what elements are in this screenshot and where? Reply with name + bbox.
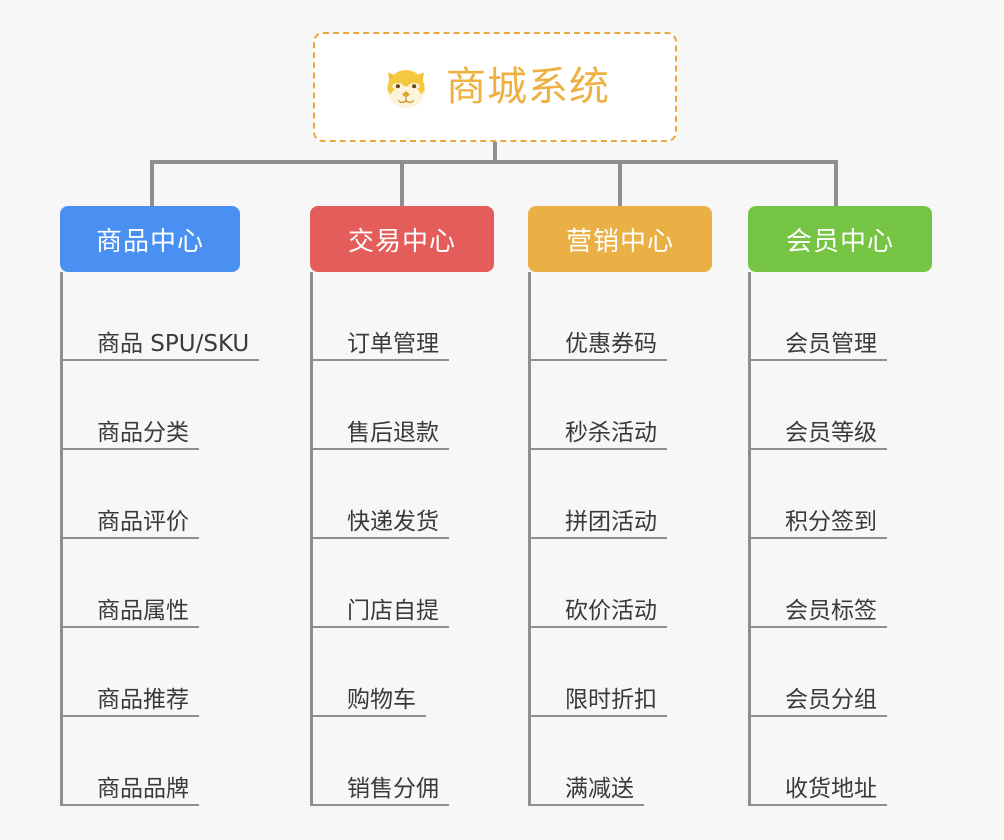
root-node[interactable]: 商城系统	[313, 32, 677, 142]
leaf-underline	[313, 804, 449, 806]
leaf-item[interactable]: 满减送	[531, 717, 707, 806]
leaf-item[interactable]: 优惠券码	[531, 272, 707, 361]
leaf-item[interactable]: 商品属性	[63, 539, 239, 628]
leaf-item[interactable]: 售后退款	[313, 361, 489, 450]
leaf-label: 商品属性	[97, 597, 189, 624]
leaf-underline	[531, 626, 667, 628]
leaf-underline	[531, 448, 667, 450]
leaf-label: 售后退款	[347, 419, 439, 446]
leaf-label: 商品品牌	[97, 775, 189, 802]
leaf-underline	[313, 359, 449, 361]
leaf-label: 满减送	[565, 775, 634, 802]
leaf-label: 门店自提	[347, 597, 439, 624]
branch-column-2: 交易中心 订单管理 售后退款 快递发货 门店自提 购物车 销售分佣	[310, 206, 494, 806]
leaf-underline	[531, 715, 667, 717]
branch-column-4: 会员中心 会员管理 会员等级 积分签到 会员标签 会员分组 收货地址	[748, 206, 932, 806]
leaf-underline	[751, 804, 887, 806]
leaf-label: 商品 SPU/SKU	[97, 330, 250, 357]
leaf-list-1: 商品 SPU/SKU 商品分类 商品评价 商品属性 商品推荐 商品品牌	[60, 272, 259, 806]
leaf-underline	[751, 537, 887, 539]
leaf-label: 会员标签	[785, 597, 877, 624]
leaf-list-3: 优惠券码 秒杀活动 拼团活动 砍价活动 限时折扣 满减送	[528, 272, 707, 806]
leaf-underline	[63, 359, 259, 361]
leaf-label: 会员管理	[785, 330, 877, 357]
leaf-underline	[63, 626, 199, 628]
branch-header-label-1: 商品中心	[95, 226, 204, 257]
branch-header-3[interactable]: 营销中心	[528, 206, 712, 272]
leaf-item[interactable]: 收货地址	[751, 717, 927, 806]
connector-bus	[150, 160, 838, 164]
branch-header-2[interactable]: 交易中心	[310, 206, 494, 272]
branch-header-label-3: 营销中心	[565, 226, 674, 257]
leaf-label: 会员分组	[785, 686, 877, 713]
leaf-item[interactable]: 购物车	[313, 628, 489, 717]
root-title: 商城系统	[446, 64, 610, 110]
leaf-item[interactable]: 商品推荐	[63, 628, 239, 717]
leaf-label: 秒杀活动	[565, 419, 657, 446]
leaf-item[interactable]: 订单管理	[313, 272, 489, 361]
shiba-dog-face-icon	[380, 61, 432, 113]
leaf-label: 砍价活动	[565, 597, 657, 624]
leaf-label: 限时折扣	[565, 686, 657, 713]
branch-header-1[interactable]: 商品中心	[60, 206, 240, 272]
leaf-item[interactable]: 积分签到	[751, 450, 927, 539]
leaf-underline	[751, 448, 887, 450]
leaf-label: 拼团活动	[565, 508, 657, 535]
leaf-label: 销售分佣	[347, 775, 439, 802]
leaf-underline	[531, 359, 667, 361]
leaf-label: 商品推荐	[97, 686, 189, 713]
branch-header-label-4: 会员中心	[785, 226, 894, 257]
leaf-item[interactable]: 销售分佣	[313, 717, 489, 806]
leaf-underline	[63, 448, 199, 450]
leaf-underline	[751, 359, 887, 361]
branch-header-label-2: 交易中心	[347, 226, 456, 257]
connector-drop-3	[618, 162, 622, 208]
leaf-item[interactable]: 拼团活动	[531, 450, 707, 539]
leaf-label: 积分签到	[785, 508, 877, 535]
leaf-label: 订单管理	[347, 330, 439, 357]
leaf-item[interactable]: 门店自提	[313, 539, 489, 628]
leaf-item[interactable]: 砍价活动	[531, 539, 707, 628]
leaf-item[interactable]: 限时折扣	[531, 628, 707, 717]
leaf-underline	[313, 448, 449, 450]
connector-root-stem	[493, 142, 497, 162]
leaf-underline	[313, 715, 426, 717]
leaf-item[interactable]: 秒杀活动	[531, 361, 707, 450]
leaf-label: 收货地址	[785, 775, 877, 802]
leaf-item[interactable]: 商品分类	[63, 361, 239, 450]
leaf-item[interactable]: 会员等级	[751, 361, 927, 450]
leaf-underline	[751, 626, 887, 628]
leaf-label: 商品评价	[97, 508, 189, 535]
leaf-underline	[751, 715, 887, 717]
leaf-item[interactable]: 会员管理	[751, 272, 927, 361]
branch-column-3: 营销中心 优惠券码 秒杀活动 拼团活动 砍价活动 限时折扣 满减送	[528, 206, 712, 806]
connector-drop-2	[400, 162, 404, 208]
leaf-item[interactable]: 快递发货	[313, 450, 489, 539]
leaf-underline	[63, 804, 199, 806]
leaf-label: 购物车	[347, 686, 416, 713]
leaf-underline	[531, 804, 644, 806]
leaf-underline	[63, 537, 199, 539]
leaf-list-4: 会员管理 会员等级 积分签到 会员标签 会员分组 收货地址	[748, 272, 927, 806]
leaf-item[interactable]: 商品评价	[63, 450, 239, 539]
connector-drop-4	[834, 162, 838, 208]
leaf-list-2: 订单管理 售后退款 快递发货 门店自提 购物车 销售分佣	[310, 272, 489, 806]
branch-column-1: 商品中心 商品 SPU/SKU 商品分类 商品评价 商品属性 商品推荐 商品品牌	[60, 206, 259, 806]
leaf-underline	[63, 715, 199, 717]
leaf-label: 商品分类	[97, 419, 189, 446]
leaf-underline	[313, 537, 449, 539]
leaf-label: 快递发货	[347, 508, 439, 535]
leaf-item[interactable]: 会员标签	[751, 539, 927, 628]
leaf-underline	[531, 537, 667, 539]
leaf-label: 会员等级	[785, 419, 877, 446]
leaf-label: 优惠券码	[565, 330, 657, 357]
connector-drop-1	[150, 162, 154, 208]
leaf-underline	[313, 626, 449, 628]
branch-header-4[interactable]: 会员中心	[748, 206, 932, 272]
leaf-item[interactable]: 会员分组	[751, 628, 927, 717]
leaf-item[interactable]: 商品 SPU/SKU	[63, 272, 259, 361]
leaf-item[interactable]: 商品品牌	[63, 717, 239, 806]
